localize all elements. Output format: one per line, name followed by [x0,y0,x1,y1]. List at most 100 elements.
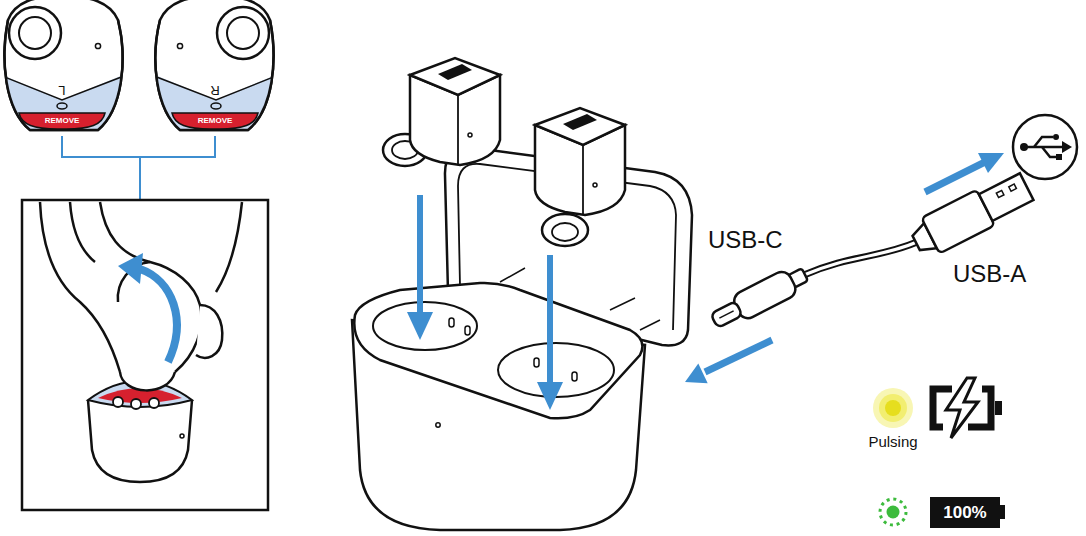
direction-arrow [118,253,177,362]
charging-case [436,423,440,427]
usb-symbol [1013,115,1077,179]
usb-symbol [1013,115,1077,179]
usb-cable [708,169,1036,334]
node-text: REMOVE [198,117,233,125]
charging-case [373,302,477,350]
pulsing-light [873,388,913,428]
steady-light [887,506,900,519]
charging-case [465,326,470,335]
usb-symbol [1042,147,1057,157]
earbud-left [0,72,130,135]
pulsing-light [879,394,907,422]
insert-arrow [537,382,563,410]
usb-cable [979,173,1034,221]
inset-illustration [149,398,159,408]
usb-symbol [1062,141,1072,153]
usb-symbol [1020,143,1028,151]
pulsing-light [885,400,901,416]
connect-arrow [978,153,1004,173]
insert-arrow [417,195,423,315]
inset-illustration [120,372,175,390]
earbud [552,223,578,241]
usb-symbol [1034,137,1053,147]
steady-light [880,499,906,525]
earbud-left [57,103,67,109]
earbud [593,183,597,187]
earbud-right [148,0,283,135]
earbud-right [227,17,259,49]
usb-cable [996,190,1004,197]
earbud [438,64,472,80]
inset-illustration [88,400,192,482]
inset-illustration [196,305,222,358]
insert-arrow [407,195,563,410]
insert-arrow [407,312,433,340]
earbud [535,108,625,145]
charging-case [352,148,692,530]
usb-symbol [1056,154,1062,160]
remove-tab: REMOVE [172,113,258,129]
node-text: REMOVE [45,117,80,125]
earbud-right [177,43,182,48]
node-text: 100% [943,504,986,521]
earbud-left [2,76,124,100]
charging-case [354,283,642,418]
bracket-line [139,157,141,200]
earbud-left [0,0,130,135]
direction-arrow [118,253,143,284]
direction-arrow [140,269,177,362]
pulsing-light [873,388,913,428]
connect-arrow [925,162,985,192]
earbud-right [211,103,221,109]
earbud-left [95,43,100,48]
charging-case [572,372,577,381]
usb-symbol [1053,134,1059,140]
earbud-left [19,17,51,49]
usb-cable [708,262,812,333]
charging-case [534,358,539,367]
inset-illustration [70,202,95,262]
earbud [383,58,500,166]
inset-illustration [113,397,123,407]
usb-cable [907,169,1036,261]
insert-arrow [547,255,553,385]
earbud [457,95,459,165]
earbud [582,145,584,215]
battery-full-box: 100% [930,497,1000,528]
tab-shape [172,113,258,129]
charging-battery-icon [995,401,1002,415]
usb-cable [719,311,733,318]
usb-cable [804,242,917,275]
bracket-line [62,136,215,200]
usb-cable [804,242,917,275]
inset-illustration [22,200,268,510]
earbud [542,214,588,246]
charging-battery-icon [933,378,1002,438]
tab-shape [19,113,105,129]
remove-tab: REMOVE [19,113,105,129]
inset-illustration [131,399,141,409]
earbud [410,58,500,95]
connect-arrow [685,364,708,384]
status-label: Pulsing [868,434,917,451]
earbud [563,114,597,130]
earbud-right [217,7,269,59]
side-letter: R [210,83,219,97]
charging-case [449,318,454,327]
bracket-line [62,136,215,157]
connector-label: USB-A [953,261,1026,287]
earbud-right [148,72,283,135]
inset-illustration [100,202,201,372]
inset-illustration [180,434,184,438]
connect-arrow [705,340,772,372]
usb-cable [710,301,742,328]
earbud-right [154,76,276,100]
side-letter: L [58,83,65,97]
charging-battery-icon [946,378,978,438]
earbud [468,133,472,137]
earbud-left [9,7,61,59]
earbud [535,108,625,246]
steady-light [880,499,906,525]
connector-label: USB-C [708,227,783,253]
